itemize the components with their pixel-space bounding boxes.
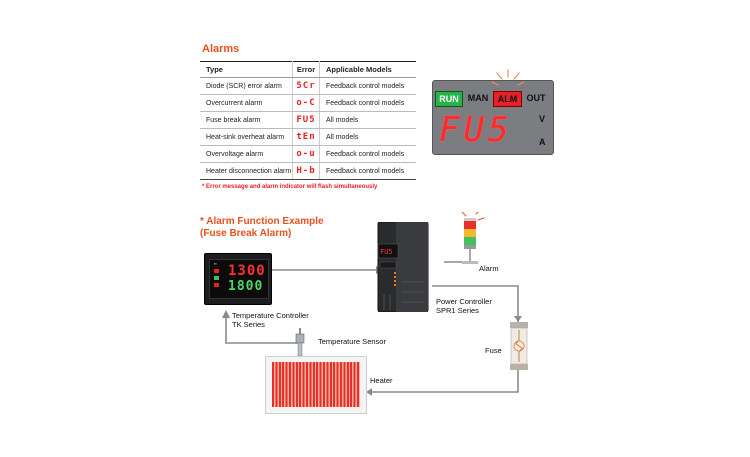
alarm-type: Fuse break alarm <box>200 111 293 129</box>
table-row: Heater disconnection alarm H-b Feedback … <box>200 162 416 180</box>
fuse-icon <box>508 322 530 370</box>
alarm-type: Heater disconnection alarm <box>200 162 293 180</box>
alarm-type: Heat-sink overheat alarm <box>200 128 293 146</box>
present-value-display: 1300 <box>228 263 266 279</box>
heater-coils <box>272 362 360 407</box>
temperature-sensor-label: Temperature Sensor <box>318 337 386 346</box>
set-value-display: 1800 <box>228 279 264 294</box>
alarm-models: Feedback control models <box>319 77 416 95</box>
heater-icon <box>265 356 367 414</box>
indicator-lamp-icon <box>214 283 219 287</box>
alarm-error-code: o-C <box>292 94 320 112</box>
table-row: Fuse break alarm FU5 All models <box>200 111 416 129</box>
column-header-type: Type <box>200 61 293 78</box>
out-indicator: OUT <box>526 93 546 103</box>
table-row: Heat-sink overheat alarm tEn All models <box>200 128 416 146</box>
power-controller-label: Power Controller SPR1 Series <box>436 297 492 315</box>
temperature-controller-device: ▪▪ 1300 1800 <box>204 253 272 305</box>
alarm-type: Diode (SCR) error alarm <box>200 77 293 95</box>
tk-brand-mark: ▪▪ <box>214 261 217 266</box>
unit-a-label: A <box>539 137 546 147</box>
man-indicator: MAN <box>467 93 489 103</box>
alarm-models: Feedback control models <box>319 94 416 112</box>
heater-label: Heater <box>370 376 393 385</box>
temperature-controller-series: TK Series <box>232 320 265 329</box>
alarm-models: Feedback control models <box>319 162 416 180</box>
table-header-row: Type Error Applicable Models <box>200 61 416 78</box>
column-header-models: Applicable Models <box>319 61 416 78</box>
power-controller-device: FU5 <box>374 222 432 312</box>
flash-note: * Error message and alarm indicator will… <box>202 184 378 190</box>
power-controller-name: Power Controller <box>436 297 492 306</box>
alarm-error-code: 5Cr <box>292 77 320 95</box>
table-row: Diode (SCR) error alarm 5Cr Feedback con… <box>200 77 416 95</box>
table-row: Overvoltage alarm o-u Feedback control m… <box>200 145 416 163</box>
alarm-error-code: H-b <box>292 162 320 180</box>
power-controller-series: SPR1 Series <box>436 306 479 315</box>
alarm-models: All models <box>319 111 416 129</box>
fuse-label: Fuse <box>485 346 502 355</box>
alarm-error-code: tEn <box>292 128 320 146</box>
alarms-title: Alarms <box>202 43 240 55</box>
alarm-models: Feedback control models <box>319 145 416 163</box>
svg-text:FU5: FU5 <box>380 248 393 256</box>
alarm-type: Overcurrent alarm <box>200 94 293 112</box>
fus-display-digits: FU5 <box>439 110 513 150</box>
alarm-type: Overvoltage alarm <box>200 145 293 163</box>
temperature-controller-name: Temperature Controller <box>232 311 309 320</box>
example-title-line1: * Alarm Function Example <box>200 216 324 227</box>
table-row: Overcurrent alarm o-C Feedback control m… <box>200 94 416 112</box>
indicator-lamp-icon <box>214 269 219 273</box>
temperature-controller-screen: ▪▪ 1300 1800 <box>209 259 269 299</box>
alarm-table: Type Error Applicable Models Diode (SCR)… <box>200 61 416 180</box>
alarm-error-code: FU5 <box>292 111 320 129</box>
alarm-label: Alarm <box>479 264 499 273</box>
display-panel: RUN MAN ALM OUT FU5 V A <box>432 80 554 155</box>
run-indicator: RUN <box>435 91 463 107</box>
unit-v-label: V <box>539 114 546 124</box>
example-title: * Alarm Function Example (Fuse Break Ala… <box>200 216 324 240</box>
alm-indicator: ALM <box>493 91 522 107</box>
indicator-lamp-icon <box>214 276 219 280</box>
alarm-error-code: o-u <box>292 145 320 163</box>
column-header-error: Error <box>292 61 320 78</box>
temperature-sensor-icon <box>295 328 305 357</box>
power-controller-icon: FU5 <box>377 222 429 312</box>
example-title-line2: (Fuse Break Alarm) <box>200 228 292 239</box>
alarm-models: All models <box>319 128 416 146</box>
temperature-controller-label: Temperature Controller TK Series <box>232 311 309 329</box>
